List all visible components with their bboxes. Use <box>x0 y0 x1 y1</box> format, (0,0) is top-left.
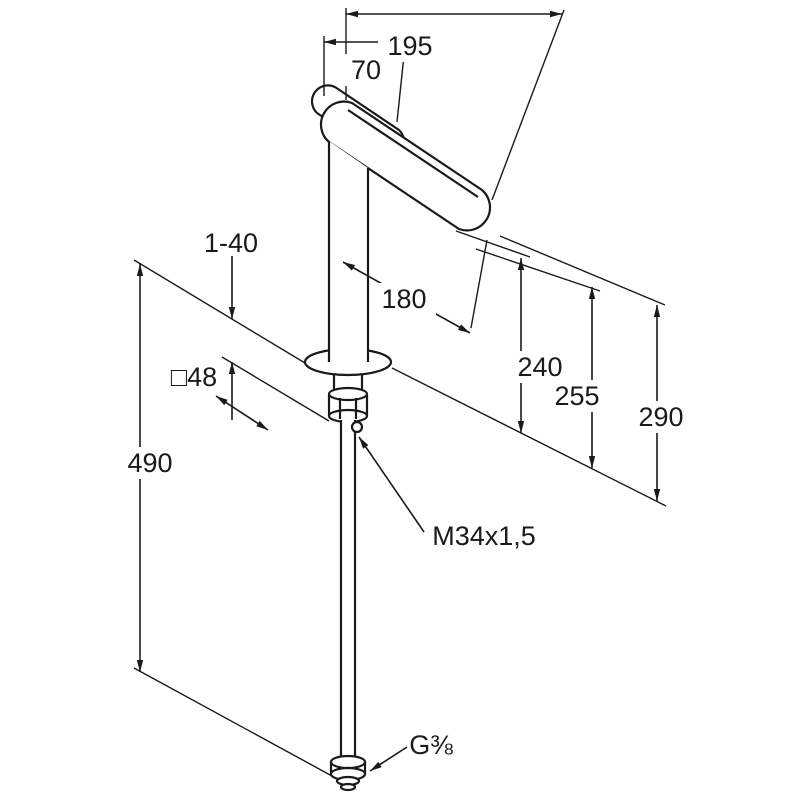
dim-label-height-total: 290 <box>638 402 683 432</box>
dimension-labels: 195 70 1-40 180 240 255 290 □48 490 M34x… <box>118 30 693 760</box>
fixing-screw <box>350 420 364 434</box>
connector-collar-top <box>329 754 367 770</box>
label-mask <box>372 283 436 315</box>
spout-top-face-line <box>347 109 479 198</box>
dim-label-deck-thickness: 1-40 <box>204 228 258 258</box>
deck-extension-line <box>391 367 667 507</box>
label-mask <box>118 447 182 479</box>
dim-label-height-underside: 240 <box>517 352 562 382</box>
leader-g38 <box>369 746 408 772</box>
dim-label-spout-reach: 195 <box>387 31 432 61</box>
ext-line <box>475 248 601 292</box>
ext-line-deck-bottom <box>221 356 330 422</box>
dim-line <box>215 395 269 431</box>
ext-line <box>133 667 333 777</box>
leader-line <box>369 746 408 772</box>
ext-line <box>455 230 531 258</box>
ext-line <box>470 239 488 329</box>
spout-arm <box>319 100 492 232</box>
connector-tip <box>339 782 357 792</box>
dim-255 <box>475 248 601 468</box>
label-mask <box>344 54 388 86</box>
dim-240 <box>455 230 531 433</box>
dim-label-base-square: □48 <box>171 362 217 392</box>
dim-490 <box>133 264 333 777</box>
nut-top-face <box>327 386 369 402</box>
dim-label-handle-width: 70 <box>351 55 381 85</box>
faucet-outline <box>303 84 492 792</box>
supply-pipe-fill <box>341 420 355 762</box>
dim-label-spout-projection: 180 <box>381 284 426 314</box>
label-mask <box>629 401 693 433</box>
dim-label-connection-thread: G⅜ <box>409 730 453 760</box>
dim-1-40 <box>133 256 330 422</box>
leader-m34 <box>358 436 425 533</box>
leader-line <box>358 436 425 533</box>
dim-label-height-upper: 255 <box>554 381 599 411</box>
label-mask <box>378 30 442 62</box>
dim-label-supply-length: 490 <box>127 448 172 478</box>
ext-line <box>491 9 565 201</box>
riser-body-fill <box>329 141 368 362</box>
label-mask <box>508 351 572 383</box>
dim-label-mounting-thread: M34x1,5 <box>432 521 536 551</box>
label-mask <box>545 380 609 412</box>
ext-line <box>499 235 666 306</box>
ext-line-deck-top <box>133 259 306 364</box>
dim-square48 <box>215 395 269 431</box>
